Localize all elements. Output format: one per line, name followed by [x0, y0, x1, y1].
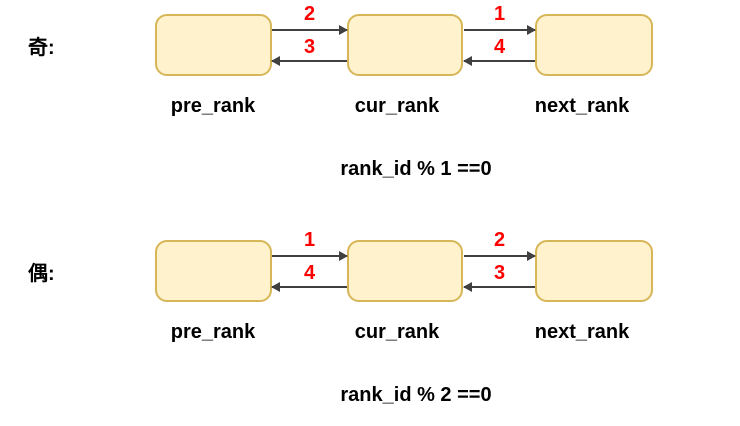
node-box-pre-rank [155, 14, 272, 76]
edge-pre-cur: 2 3 [272, 0, 347, 80]
condition-caption: rank_id % 2 ==0 [340, 384, 492, 406]
step-number: 3 [303, 36, 316, 58]
node-label-next-rank: next_rank [534, 321, 630, 343]
node-box-cur-rank [347, 14, 463, 76]
node-box-next-rank [535, 14, 653, 76]
step-number: 2 [303, 3, 316, 25]
forward-arrow-icon [464, 255, 535, 257]
backward-arrow-icon [272, 286, 347, 288]
node-label-next-rank: next_rank [534, 95, 630, 117]
condition-caption: rank_id % 1 ==0 [340, 158, 492, 180]
edge-cur-next: 1 4 [464, 0, 535, 80]
step-number: 3 [493, 262, 506, 284]
forward-arrow-icon [272, 255, 347, 257]
backward-arrow-icon [272, 60, 347, 62]
row-even: 偶: 1 4 2 3 pre_rank cur_rank next_rank r… [0, 226, 740, 426]
edge-pre-cur: 1 4 [272, 226, 347, 306]
step-number: 4 [303, 262, 316, 284]
row-odd-label: 奇: [28, 37, 55, 59]
row-even-label: 偶: [28, 263, 55, 285]
edge-cur-next: 2 3 [464, 226, 535, 306]
node-box-next-rank [535, 240, 653, 302]
step-number: 2 [493, 229, 506, 251]
forward-arrow-icon [464, 29, 535, 31]
node-label-pre-rank: pre_rank [170, 321, 256, 343]
row-odd: 奇: 2 3 1 4 pre_rank cur_rank next_rank r… [0, 0, 740, 200]
step-number: 1 [303, 229, 316, 251]
node-box-cur-rank [347, 240, 463, 302]
node-label-cur-rank: cur_rank [354, 95, 440, 117]
node-label-cur-rank: cur_rank [354, 321, 440, 343]
backward-arrow-icon [464, 286, 535, 288]
node-box-pre-rank [155, 240, 272, 302]
backward-arrow-icon [464, 60, 535, 62]
step-number: 1 [493, 3, 506, 25]
node-label-pre-rank: pre_rank [170, 95, 256, 117]
forward-arrow-icon [272, 29, 347, 31]
step-number: 4 [493, 36, 506, 58]
